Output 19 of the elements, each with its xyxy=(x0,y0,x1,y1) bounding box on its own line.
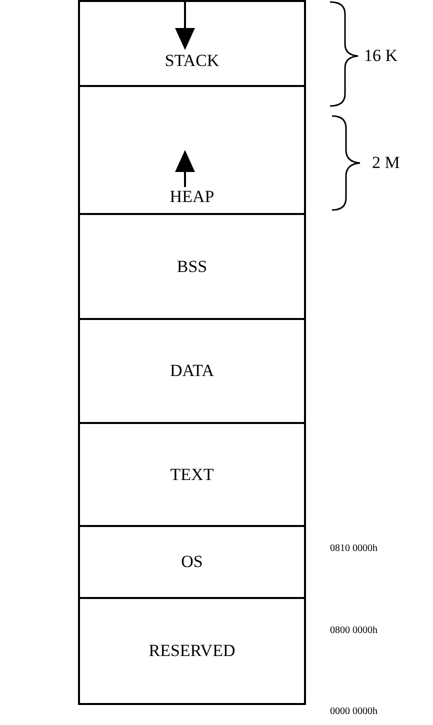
size-label: 16 K xyxy=(364,45,398,66)
memory-segment-box xyxy=(78,318,306,424)
segment-label: OS xyxy=(181,551,203,573)
segment-label: HEAP xyxy=(170,186,214,207)
memory-segment-box xyxy=(78,597,306,705)
memory-segment-box xyxy=(78,85,306,215)
address-label: 0800 0000h xyxy=(330,625,378,638)
memory-segment-box xyxy=(78,422,306,527)
segment-label: RESERVED xyxy=(148,640,236,662)
segment-label: STACK xyxy=(164,50,220,71)
memory-segment-box xyxy=(78,525,306,599)
memory-segment-box xyxy=(78,0,306,87)
memory-segment-box xyxy=(78,213,306,320)
segment-label: DATA xyxy=(170,360,214,382)
segment-label: BSS xyxy=(176,256,208,278)
size-label: 2 M xyxy=(372,152,400,174)
address-label: 0000 0000h xyxy=(330,706,378,718)
segment-label: TEXT xyxy=(170,464,214,486)
address-label: 0810 0000h xyxy=(330,543,378,556)
